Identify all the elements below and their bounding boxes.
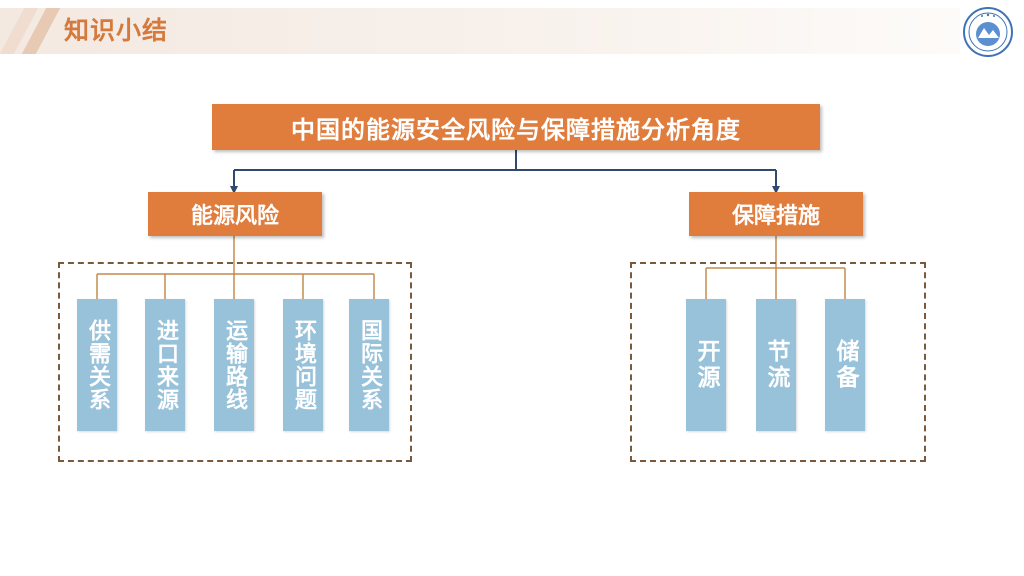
leaf-node-import-sources: 进口来源 [145,299,185,431]
school-logo-icon [963,7,1013,57]
branch-node-safeguard-measures: 保障措施 [689,192,863,236]
leaf-node-open-source: 开源 [686,299,726,431]
risk-group-frame [58,262,412,462]
leaf-node-environmental-issues: 环境问题 [283,299,323,431]
leaf-node-international-relations: 国际关系 [349,299,389,431]
branch-node-energy-risk: 能源风险 [148,192,322,236]
leaf-node-supply-demand: 供需关系 [77,299,117,431]
measure-group-frame [630,262,926,462]
leaf-node-transport-routes: 运输路线 [214,299,254,431]
leaf-node-reserves: 储备 [825,299,865,431]
header-banner [0,8,960,54]
root-node: 中国的能源安全风险与保障措施分析角度 [212,104,820,150]
leaf-node-conservation: 节流 [756,299,796,431]
slide-title: 知识小结 [64,16,169,45]
